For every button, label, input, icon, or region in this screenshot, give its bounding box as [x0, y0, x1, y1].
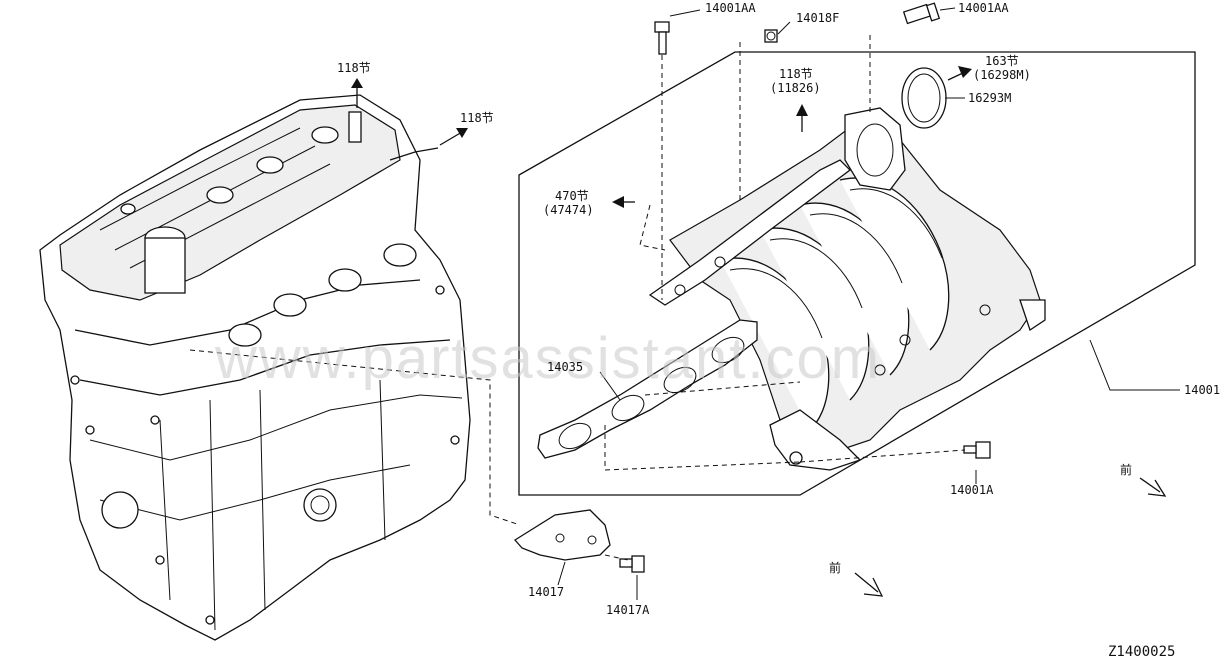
bolt-14001AA-top: [654, 21, 670, 55]
front-marker-right: 前: [1120, 462, 1132, 477]
intake-manifold-illustration: [648, 107, 1046, 471]
label-ref-163: 163节: [985, 54, 1019, 68]
label-ref-11826: (11826): [770, 81, 821, 95]
label-14001: 14001: [1184, 383, 1220, 397]
bracket-14017: [514, 509, 611, 561]
diagram-code: Z1400025: [1108, 644, 1175, 660]
label-ref-118-a: 118节: [337, 61, 371, 75]
bolt-14001AA-right: [902, 2, 941, 25]
intake-manifold-assembly-box: [518, 51, 1196, 496]
throttle-gasket-16293M: [901, 67, 947, 129]
label-14017: 14017: [528, 585, 564, 599]
bolt-14001A: [963, 441, 991, 459]
label-14001AA-top: 14001AA: [705, 1, 756, 15]
label-ref-47474: (47474): [543, 203, 594, 217]
label-ref-118-b: 118节: [460, 111, 494, 125]
stud-14018F: [764, 29, 778, 43]
label-14035: 14035: [547, 360, 583, 374]
front-marker-bottom: 前: [829, 560, 841, 575]
label-14017A: 14017A: [606, 603, 650, 617]
front-direction-arrow-bottom: [854, 572, 884, 597]
label-16293M: 16293M: [968, 91, 1011, 105]
label-14001A: 14001A: [950, 483, 994, 497]
label-14001AA-right: 14001AA: [958, 1, 1009, 15]
label-ref-118-mid: 118节: [779, 67, 813, 81]
engine-block-illustration: [39, 94, 471, 641]
label-14018F: 14018F: [796, 11, 839, 25]
manifold-gasket-14035: [537, 319, 758, 459]
leader-lines: [189, 7, 1180, 600]
bolt-14017A: [619, 555, 645, 573]
label-ref-470: 470节: [555, 189, 589, 203]
front-direction-arrow-right: [1139, 477, 1167, 497]
watermark: www.partsassistant.com: [214, 326, 881, 391]
label-ref-16298M: (16298M): [973, 68, 1031, 82]
